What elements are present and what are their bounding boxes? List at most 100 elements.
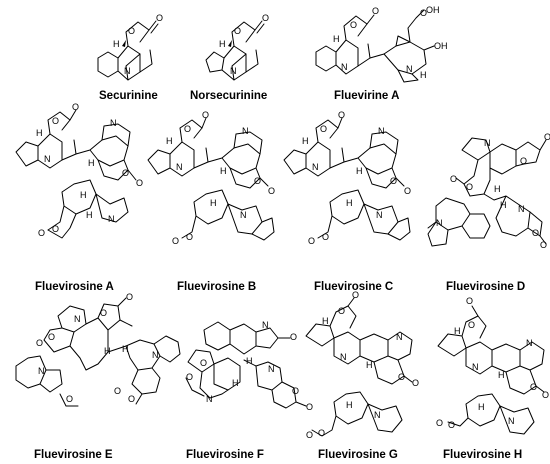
atom-label: O — [202, 110, 209, 120]
atom-label: O — [100, 308, 107, 318]
structure-fluevirosine-c — [283, 117, 411, 241]
atom-label: H — [88, 158, 95, 168]
compound-name: Fluevirosine A — [35, 281, 114, 293]
structure-fluevirosine-g — [305, 297, 413, 437]
atom-label: N — [206, 394, 213, 404]
atom-label: N — [406, 64, 413, 74]
atom-label: O — [52, 224, 59, 234]
atom-label: O — [448, 420, 455, 430]
atom-label: O — [126, 292, 133, 302]
atom-label: N — [230, 66, 237, 76]
atom-label: N — [108, 214, 115, 224]
atom-label: N — [152, 350, 159, 360]
atom-label: N — [312, 162, 319, 172]
compound-fluevirosine-h: O O H N H N O O H N O O Fluevirosine H — [436, 296, 549, 461]
atom-label: H — [232, 378, 239, 388]
compound-name: Norsecurinine — [190, 90, 267, 102]
atom-label: O — [136, 178, 143, 188]
atom-label: O — [540, 240, 547, 250]
atom-label: O — [234, 26, 241, 36]
atom-label: O — [404, 186, 411, 196]
atom-label: H — [113, 39, 120, 49]
atom-label: O — [156, 13, 163, 23]
atom-label: OH — [426, 5, 440, 15]
atom-label: O — [36, 338, 43, 348]
atom-label: H — [346, 198, 353, 208]
atom-label: N — [340, 352, 347, 362]
atom-label: O — [200, 358, 207, 368]
structure-fluevirine-a — [315, 9, 435, 83]
atom-label: O — [114, 386, 121, 396]
atom-label: H — [346, 400, 353, 410]
atom-label: O — [306, 430, 313, 440]
compound-name: Fluevirosine D — [446, 281, 525, 293]
atom-label: H — [166, 136, 173, 146]
compound-name: Fluevirosine G — [318, 449, 398, 461]
structure-fluevirosine-b — [147, 117, 275, 241]
atom-label: H — [322, 316, 329, 326]
atom-label: N — [176, 162, 183, 172]
atom-label: O — [352, 290, 359, 300]
atom-label: N — [242, 126, 249, 136]
atom-label: H — [494, 184, 501, 194]
atom-label: H — [220, 166, 227, 176]
atom-label: O — [338, 306, 345, 316]
structure-fluevirosine-a — [15, 109, 137, 239]
atom-label: O — [38, 228, 45, 238]
atom-label: H — [104, 346, 111, 356]
atom-label: O — [292, 386, 299, 396]
atom-label: H — [210, 198, 217, 208]
atom-label: H — [333, 34, 340, 44]
compound-fluevirosine-a: O O H N H N O O H O O H N Fluevirosine A — [15, 102, 143, 293]
atom-label: N — [396, 332, 403, 342]
atom-label: O — [122, 168, 129, 178]
atom-label: H — [36, 128, 43, 138]
atom-label: O — [128, 26, 135, 36]
compound-fluevirosine-g: O O H N H N O O O O H N Fluevirosine G — [305, 290, 419, 461]
atom-label: N — [378, 126, 385, 136]
atom-label: N — [262, 320, 269, 330]
atom-label: O — [72, 102, 79, 112]
compound-fluevirine-a: O O O OH OH H N N H Fluevirine A — [315, 5, 448, 102]
atom-label: N — [526, 338, 533, 348]
atom-label: O — [48, 332, 55, 342]
atom-label: O — [544, 132, 550, 142]
compound-name: Securinine — [99, 90, 158, 102]
atom-label: O — [320, 124, 327, 134]
atom-label: H — [122, 344, 129, 354]
atom-label: H — [500, 200, 507, 210]
compound-fluevirosine-f: O O O N H N O O H N Fluevirosine F — [185, 320, 313, 461]
atom-label: H — [219, 39, 226, 49]
atom-label: N — [74, 314, 81, 324]
atom-label: N — [240, 210, 247, 220]
compound-norsecurinine: O O H N Norsecurinine — [190, 13, 269, 102]
atom-label: O — [372, 6, 379, 16]
compound-name: Fluevirosine F — [186, 449, 264, 461]
atom-label: H — [498, 370, 505, 380]
atom-label: O — [186, 232, 193, 242]
compound-name: Fluevirine A — [334, 90, 399, 102]
atom-label: N — [484, 138, 491, 148]
atom-label: H — [80, 190, 87, 200]
atom-label: O — [436, 418, 443, 428]
atom-label: N — [268, 364, 275, 374]
atom-label: OH — [434, 41, 448, 51]
structure-securinine — [97, 20, 159, 81]
structure-fluevirosine-e — [15, 297, 181, 407]
atom-label: N — [124, 66, 131, 76]
atom-label: H — [246, 356, 253, 366]
atom-label: N — [110, 118, 117, 128]
atom-label: H — [302, 136, 309, 146]
atom-label: H — [454, 326, 461, 336]
atom-label: O — [184, 124, 191, 134]
structure-fluevirosine-d — [427, 137, 547, 247]
atom-label: N — [518, 204, 525, 214]
atom-label: O — [186, 372, 193, 382]
compound-fluevirosine-b: O O H N H N O O H O O N Fluevirosine B — [147, 110, 275, 293]
atom-label: O — [52, 116, 59, 126]
atom-label: N — [472, 362, 479, 372]
atom-label: O — [318, 428, 325, 438]
atom-label: O — [290, 332, 297, 342]
